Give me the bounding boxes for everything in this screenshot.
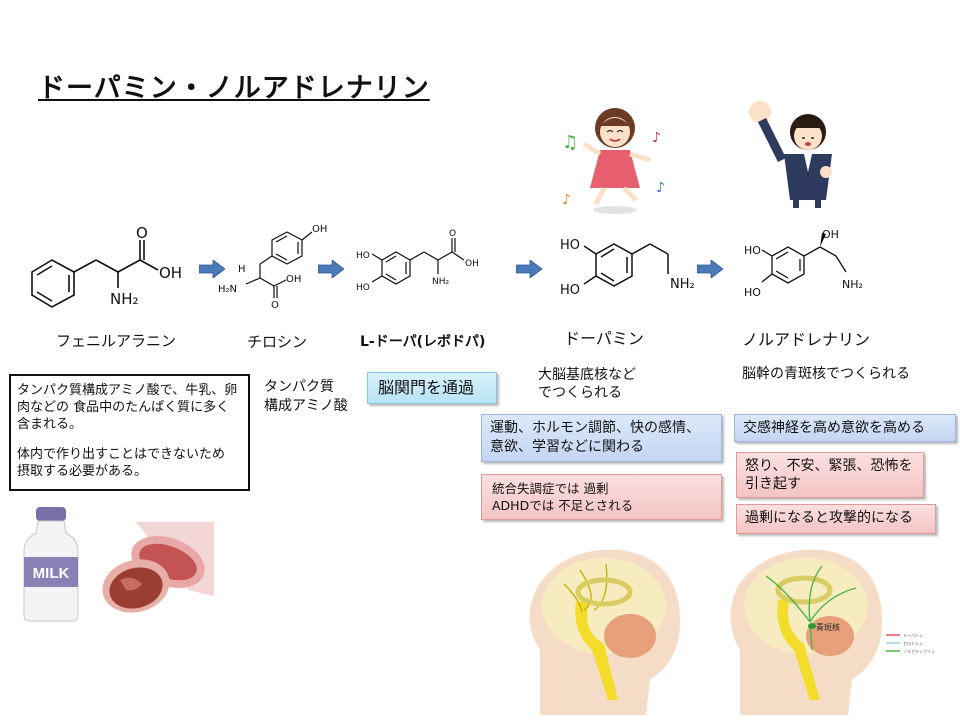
tyrosine-note: タンパク質 構成アミノ酸 xyxy=(264,378,348,416)
legend-noradrenaline: ノルアドレナリン xyxy=(903,648,935,654)
motivated-businesswoman-illustration xyxy=(746,96,842,208)
box-line: 統合失調症では 過剰 xyxy=(492,481,609,496)
atom-label: NH₂ xyxy=(110,290,139,308)
arrow-icon xyxy=(198,259,226,282)
atom-label: H₂N xyxy=(218,284,237,295)
svg-text:♫: ♫ xyxy=(562,132,578,153)
note-line: 構成アミノ酸 xyxy=(264,398,348,414)
page-title: ドーパミン・ノルアドレナリン xyxy=(38,73,430,104)
atom-label: H xyxy=(238,264,246,275)
atom-label: HO xyxy=(560,283,580,298)
molecule-name-noradrenaline: ノルアドレナリン xyxy=(742,330,871,349)
atom-label: OH xyxy=(159,264,182,282)
molecule-name-phenylalanine: フェニルアラニン xyxy=(56,332,177,350)
box-line: 怒り、不安、緊張、恐怖を xyxy=(745,458,913,474)
atom-label: HO xyxy=(744,244,761,257)
milk-label: MILK xyxy=(33,565,70,582)
atom-label: HO xyxy=(560,238,580,253)
happy-dancing-girl-illustration: ♫ ♪ ♪ ♪ xyxy=(560,100,670,218)
arrow-icon xyxy=(696,259,724,282)
molecule-name-ldopa: L-ドーパ(レボドパ) xyxy=(360,334,486,350)
molecule-name-dopamine: ドーパミン xyxy=(564,329,644,348)
atom-label: OH xyxy=(286,274,301,285)
svg-text:♪: ♪ xyxy=(652,130,661,146)
phenylalanine-structure: O OH NH₂ xyxy=(22,222,192,312)
noradrenaline-structure: OH HO HO NH₂ xyxy=(742,226,882,306)
dopamine-origin: 大脳基底核など でつくられる xyxy=(538,366,636,402)
dopamine-structure: HO HO NH₂ xyxy=(558,232,708,307)
box-line: 意欲、学習などに関わる xyxy=(490,439,644,455)
brain-dopamine-pathway-illustration xyxy=(520,540,690,715)
atom-label: NH₂ xyxy=(670,277,695,292)
dopamine-role-box: 運動、ホルモン調節、快の感情、 意欲、学習などに関わる xyxy=(481,414,722,462)
atom-label: OH xyxy=(312,224,327,235)
noradrenaline-role-box: 交感神経を高め意欲を高める xyxy=(734,414,956,442)
arrow-icon xyxy=(317,259,345,282)
atom-label: NH₂ xyxy=(432,277,450,287)
svg-text:♪: ♪ xyxy=(562,192,571,208)
atom-label: HO xyxy=(356,251,370,261)
description-line: タンパク質構成アミノ酸で、牛乳、卵 xyxy=(17,383,238,398)
box-line: 運動、ホルモン調節、快の感情、 xyxy=(490,420,700,436)
description-line: 体内で作り出すことはできないため xyxy=(17,447,226,462)
phenylalanine-description-box: タンパク質構成アミノ酸で、牛乳、卵 肉などの 食品中のたんぱく質に多く 含まれる… xyxy=(9,374,250,491)
svg-text:♪: ♪ xyxy=(656,180,665,196)
legend-serotonin: セロトニン xyxy=(903,641,923,646)
noradrenaline-origin: 脳幹の青斑核でつくられる xyxy=(742,366,910,382)
tyrosine-structure: OH H H₂N OH O xyxy=(212,220,332,311)
dopamine-disease-box: 統合失調症では 過剰 ADHDでは 不足とされる xyxy=(481,474,722,520)
locus-coeruleus-label: 青斑核 xyxy=(816,622,840,632)
atom-label: NH₂ xyxy=(842,278,863,291)
noradrenaline-emotion-box: 怒り、不安、緊張、恐怖を 引き起す xyxy=(736,452,924,498)
molecule-name-tyrosine: チロシン xyxy=(247,333,308,351)
atom-label: HO xyxy=(356,283,370,293)
atom-label: OH xyxy=(822,228,839,241)
atom-label: O xyxy=(271,300,279,311)
atom-label: HO xyxy=(744,286,761,299)
milk-bottle-illustration: MILK xyxy=(20,505,82,623)
blood-brain-barrier-box: 脳関門を通過 xyxy=(367,372,497,404)
noradrenaline-excess-box: 過剰になると攻撃的になる xyxy=(736,504,936,534)
legend-dopamine: ドーパミン xyxy=(903,633,923,638)
brain-noradrenaline-pathway-illustration: 青斑核 ドーパミン セロトニン ノルアドレナリン xyxy=(726,540,956,715)
meat-illustration xyxy=(98,520,216,618)
note-line: 大脳基底核など xyxy=(538,367,636,383)
ldopa-structure: HO HO O OH NH₂ xyxy=(350,228,510,308)
description-line: 肉などの 食品中のたんぱく質に多く xyxy=(17,400,230,415)
atom-label: OH xyxy=(465,259,479,269)
arrow-icon xyxy=(515,259,543,282)
box-line: ADHDでは 不足とされる xyxy=(492,498,634,513)
description-line: 含まれる。 xyxy=(17,417,83,432)
note-line: タンパク質 xyxy=(264,379,334,395)
atom-label: O xyxy=(136,224,148,242)
note-line: でつくられる xyxy=(538,385,622,401)
atom-label: O xyxy=(449,229,456,239)
description-line: 摂取する必要がある。 xyxy=(17,464,148,479)
box-line: 引き起す xyxy=(745,476,801,492)
